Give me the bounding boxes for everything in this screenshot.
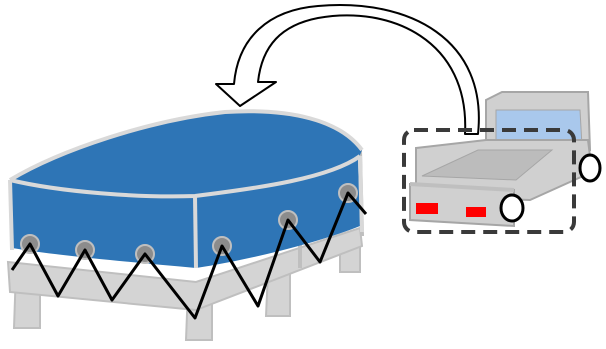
truck-wheel <box>578 153 602 183</box>
frame-lower-rail <box>6 226 364 312</box>
tail-light <box>416 203 438 214</box>
truck-bed-highlight <box>402 128 576 234</box>
curved-transfer-arrow <box>215 4 480 135</box>
truck-bed <box>421 149 554 181</box>
tail-light <box>466 207 486 217</box>
tarp-edge <box>193 195 198 269</box>
tailgate-edge <box>409 182 515 192</box>
tarp-edge <box>8 179 14 251</box>
tarp-edge <box>8 109 364 182</box>
tie-down-rope <box>10 191 368 320</box>
tarp-edge <box>358 155 364 233</box>
pickup-truck <box>402 91 602 234</box>
tarp-top <box>10 111 362 196</box>
covered-pallet <box>6 109 368 341</box>
tarp-right-side <box>195 160 360 268</box>
truck-wheel <box>499 193 525 223</box>
